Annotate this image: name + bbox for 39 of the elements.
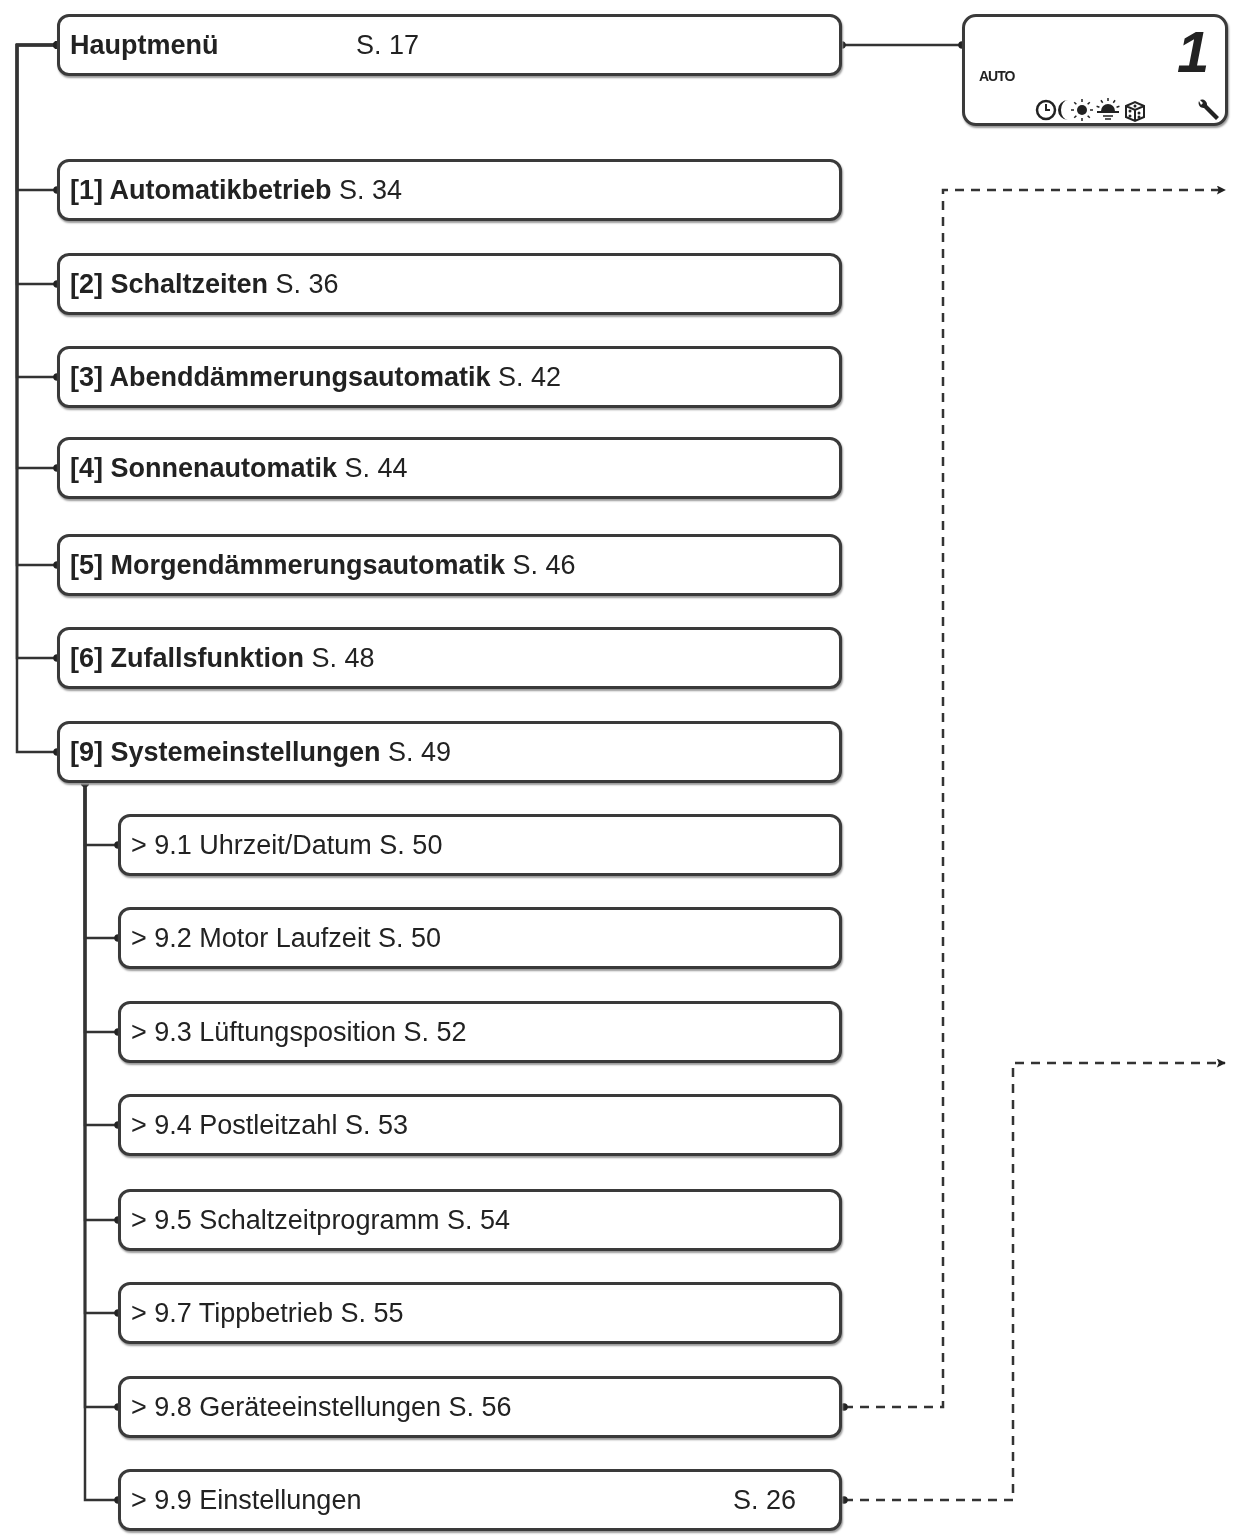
menu-label: > 9.3 Lüftungsposition S. 52 (131, 1019, 467, 1046)
page-reference: S. 17 (356, 32, 420, 59)
menu-box (57, 627, 842, 689)
menu-box (118, 1001, 842, 1063)
menu-label: > 9.1 Uhrzeit/Datum S. 50 (131, 832, 443, 859)
menu-label: [1] Automatikbetrieb S. 34 (70, 177, 403, 204)
menu-box (118, 907, 842, 969)
dashed-arrow (840, 185, 1226, 1411)
menu-label: > 9.9 Einstellungen (131, 1487, 362, 1514)
menu-label: > 9.2 Motor Laufzeit S. 50 (131, 925, 441, 952)
menu-box (118, 814, 842, 876)
menu-label: > 9.5 Schaltzeitprogramm S. 54 (131, 1207, 510, 1234)
menu-box (118, 1189, 842, 1251)
menu-box (118, 1376, 842, 1438)
menu-label: > 9.7 Tippbetrieb S. 55 (131, 1300, 404, 1327)
digit-readout: 1 (1177, 23, 1210, 81)
menu-label: > 9.4 Postleitzahl S. 53 (131, 1112, 408, 1139)
lcd-display (962, 14, 1228, 126)
menu-box (57, 721, 842, 783)
menu-box (57, 159, 842, 221)
menu-label: [9] Systemeinstellungen S. 49 (70, 739, 452, 766)
page-reference: S. 26 (733, 1487, 797, 1514)
menu-label: [6] Zufallsfunktion S. 48 (70, 645, 375, 672)
menu-box (57, 437, 842, 499)
menu-label: [4] Sonnenautomatik S. 44 (70, 455, 408, 482)
dashed-arrow (840, 1058, 1226, 1504)
menu-box (118, 1469, 842, 1531)
menu-box (57, 253, 842, 315)
menu-label: [2] Schaltzeiten S. 36 (70, 271, 339, 298)
menu-box (57, 346, 842, 408)
menu-label: Hauptmenü (70, 32, 219, 59)
menu-box (118, 1094, 842, 1156)
menu-box (118, 1282, 842, 1344)
menu-box (57, 534, 842, 596)
menu-label: [3] Abenddämmerungsautomatik S. 42 (70, 364, 562, 391)
menu-label: > 9.8 Geräteeinstellungen S. 56 (131, 1394, 512, 1421)
mode-label: AUTO (979, 69, 1015, 83)
menu-box (57, 14, 842, 76)
menu-label: [5] Morgendämmerungsautomatik S. 46 (70, 552, 576, 579)
